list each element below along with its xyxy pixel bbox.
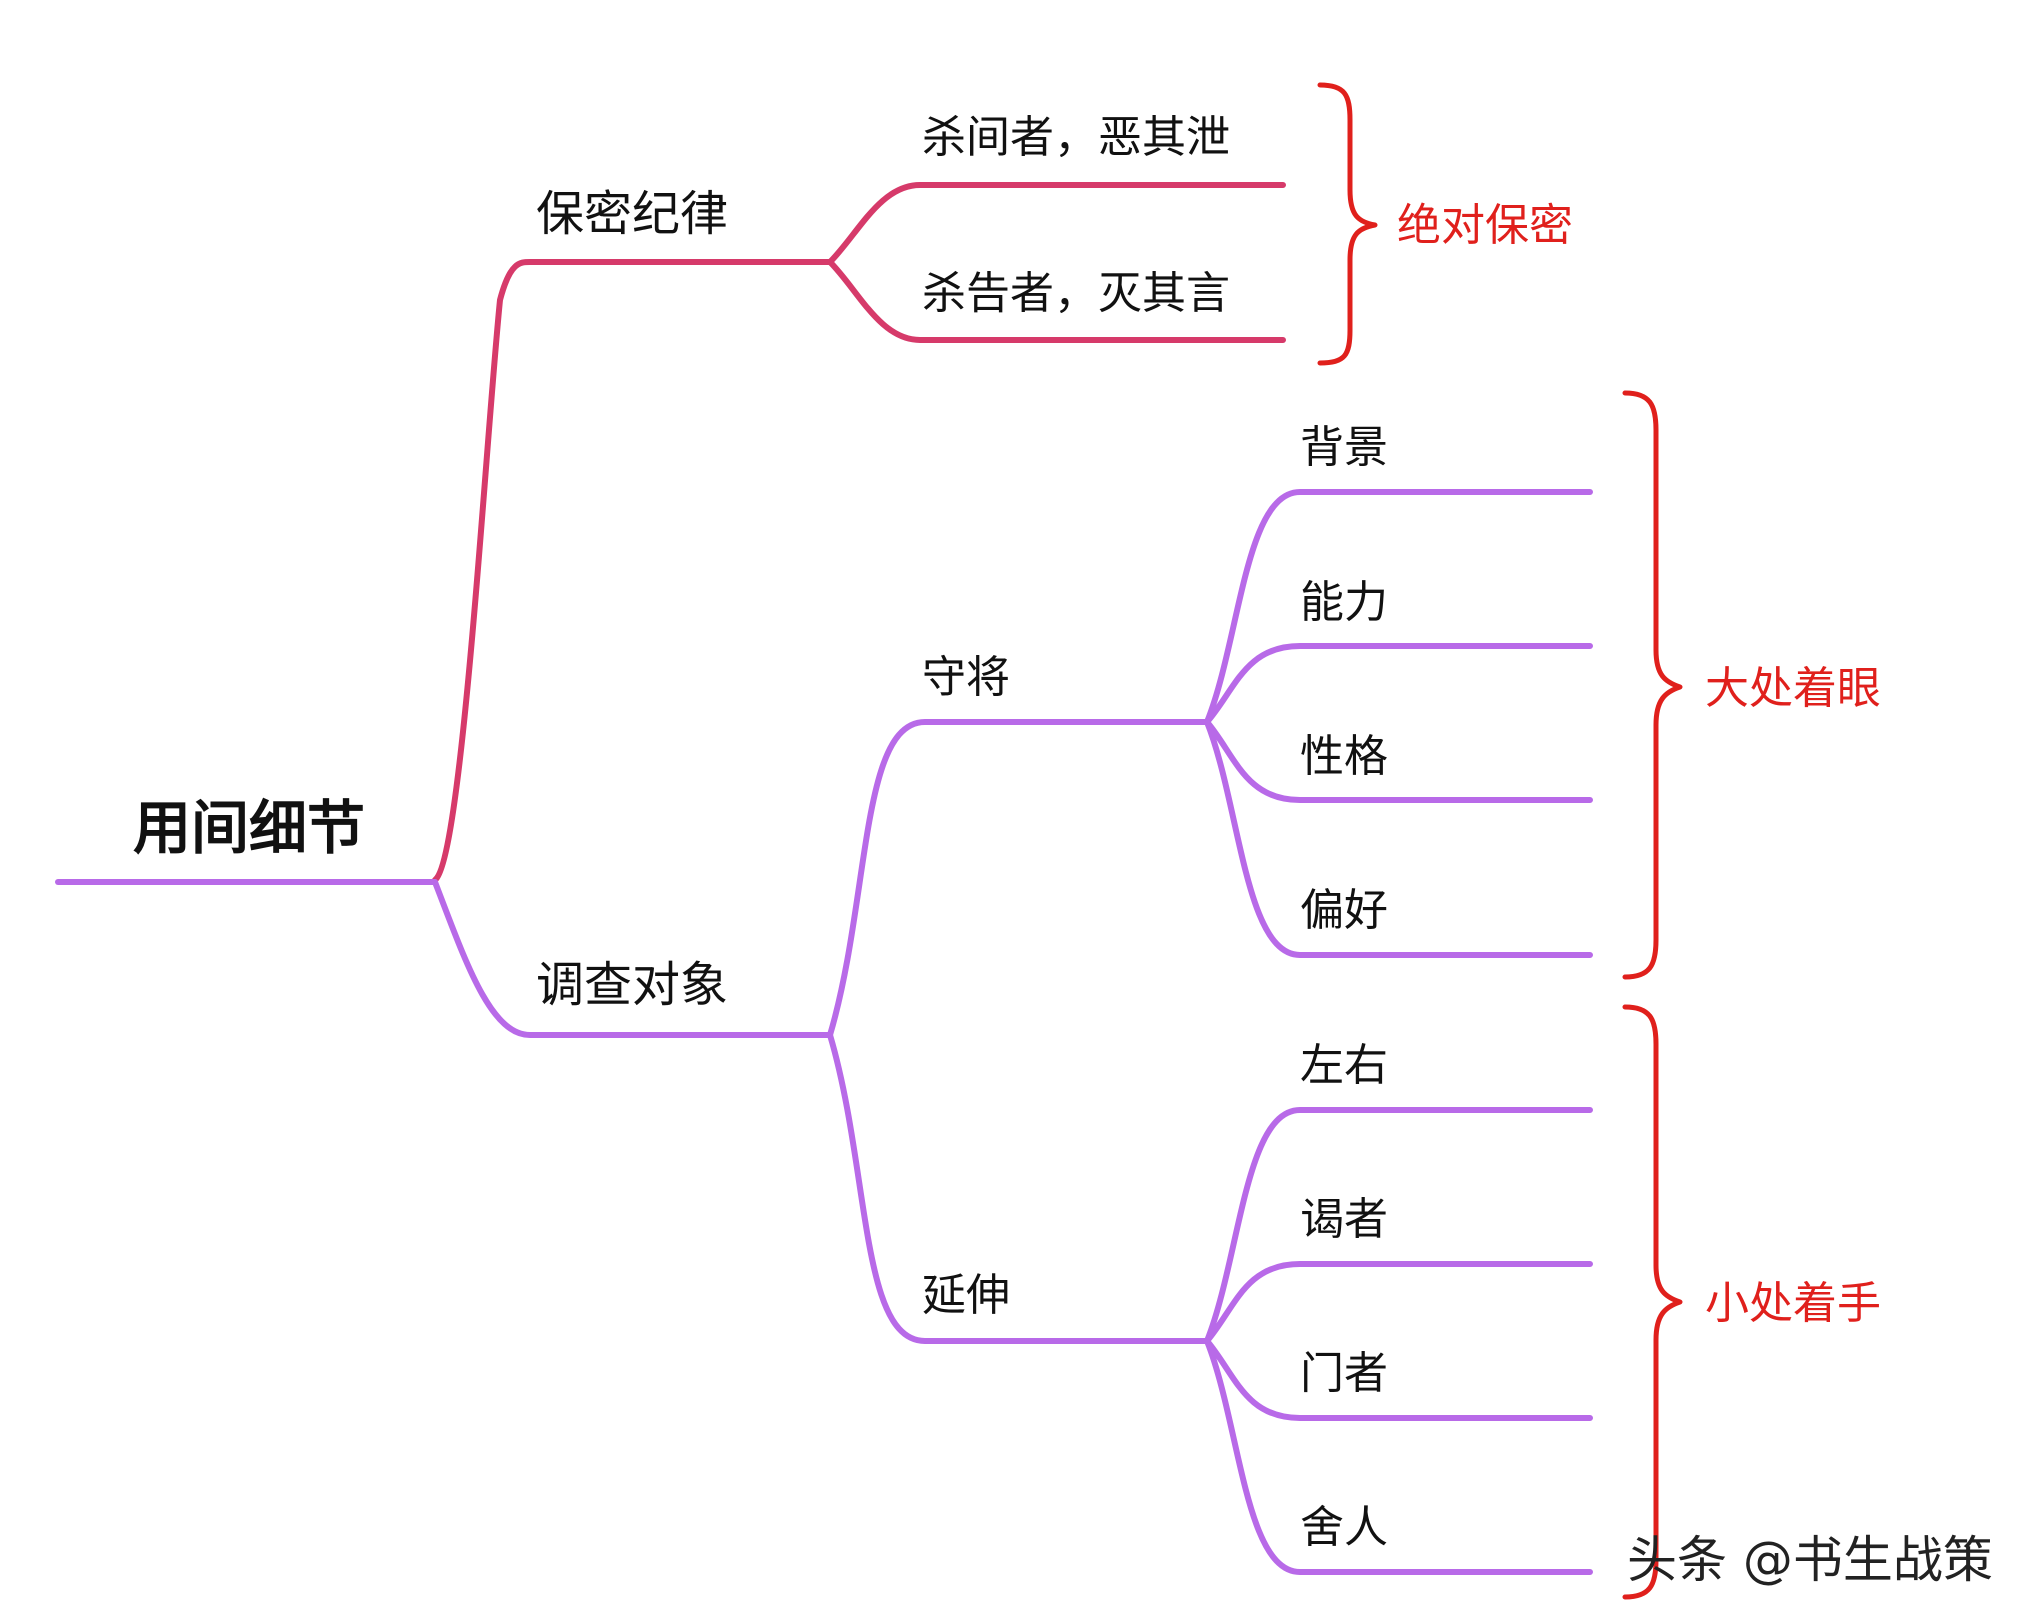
secrecy-item-label: 杀间者，恶其泄 [922,112,1230,163]
node-label-extension: 延伸 [922,1270,1010,1321]
link-extension-retainers [1204,1338,1593,1575]
link-root-secrecy [432,259,833,883]
brace-big-picture [1622,390,1683,980]
branch-label-secrecy: 保密纪律 [536,186,728,242]
annotation-absolute-secrecy: 绝对保密 [1397,200,1573,251]
leaf-label-attendants: 谒者 [1300,1194,1388,1245]
link-investigation-extension [827,1032,1210,1344]
leaf-label-ability: 能力 [1300,577,1388,628]
link-investigation-general [827,719,1210,1038]
branch-label-investigation: 调查对象 [536,957,728,1013]
root-label: 用间细节 [133,794,365,862]
branch-links-investigation [55,489,1593,1575]
brace-secrecy [1317,82,1378,366]
annotation-small-detail: 小处着手 [1705,1278,1881,1329]
leaf-label-retainers: 舍人 [1300,1502,1388,1553]
leaf-label-background: 背景 [1300,422,1388,473]
node-label-general: 守将 [922,652,1010,703]
branch-links-secrecy [432,182,1286,883]
link-general-character [1204,719,1593,803]
link-secrecy-item-1 [827,182,1286,265]
secrecy-item-label: 杀告者，灭其言 [922,268,1230,319]
leaf-label-aides: 左右 [1300,1040,1388,1091]
link-extension-aides [1204,1107,1593,1344]
link-extension-attendants [1204,1261,1593,1344]
brace-small-detail [1622,1004,1683,1600]
leaf-label-preference: 偏好 [1300,885,1388,936]
link-extension-gatekeepers [1204,1338,1593,1421]
leaf-label-gatekeepers: 门者 [1300,1348,1388,1399]
leaf-label-character: 性格 [1300,731,1388,782]
link-secrecy-item-2 [827,259,1286,343]
annotation-big-picture: 大处着眼 [1705,663,1881,714]
link-general-background [1204,489,1593,725]
link-root-investigation [432,879,833,1038]
watermark: 头条 @书生战策 [1627,1531,1993,1589]
link-general-preference [1204,719,1593,958]
link-general-ability [1204,643,1593,725]
